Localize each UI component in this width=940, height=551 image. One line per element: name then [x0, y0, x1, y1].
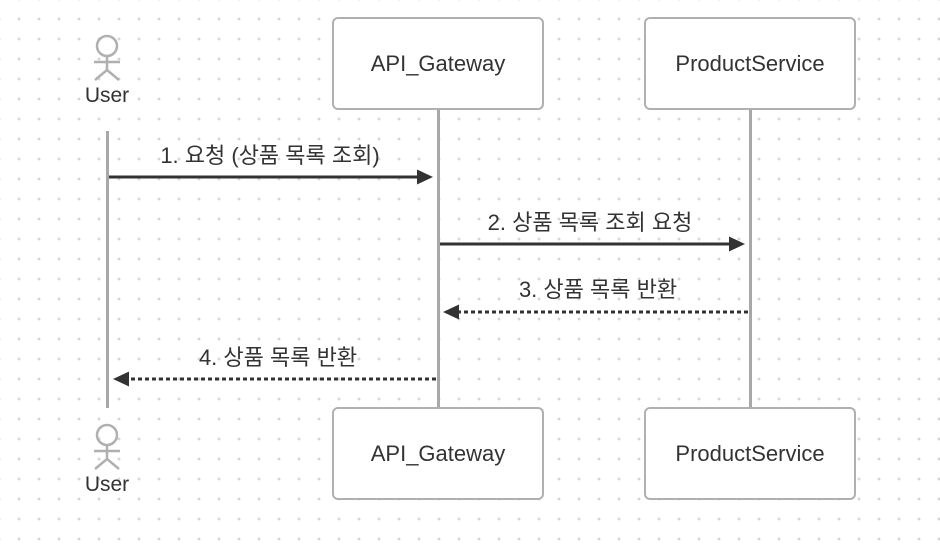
- user-actor-icon: [94, 34, 120, 81]
- participant-product-service-bottom: ProductService: [644, 407, 856, 500]
- message-2-label: 2. 상품 목록 조회 요청: [487, 210, 693, 235]
- actor-user-bottom: User: [67, 423, 147, 497]
- message-4-label: 4. 상품 목록 반환: [198, 345, 358, 370]
- lifeline-product-service: [749, 108, 752, 409]
- message-1-label: 1. 요청 (상품 목록 조회): [160, 143, 380, 168]
- message-1-arrowhead: [417, 169, 433, 185]
- lifeline-api-gateway: [437, 108, 440, 409]
- participant-api-gateway-top: API_Gateway: [332, 17, 544, 110]
- participant-api-gateway-bottom: API_Gateway: [332, 407, 544, 500]
- lifeline-user: [106, 131, 109, 408]
- actor-user-top: User: [67, 34, 147, 108]
- participant-product-service-top: ProductService: [644, 17, 856, 110]
- user-actor-icon: [94, 423, 120, 470]
- actor-user-label: User: [84, 84, 130, 107]
- actor-user-label: User: [84, 473, 130, 496]
- message-4-arrowhead: [113, 371, 129, 387]
- message-2-arrowhead: [729, 236, 745, 252]
- message-3-label: 3. 상품 목록 반환: [518, 277, 678, 302]
- message-3-arrowhead: [443, 304, 459, 320]
